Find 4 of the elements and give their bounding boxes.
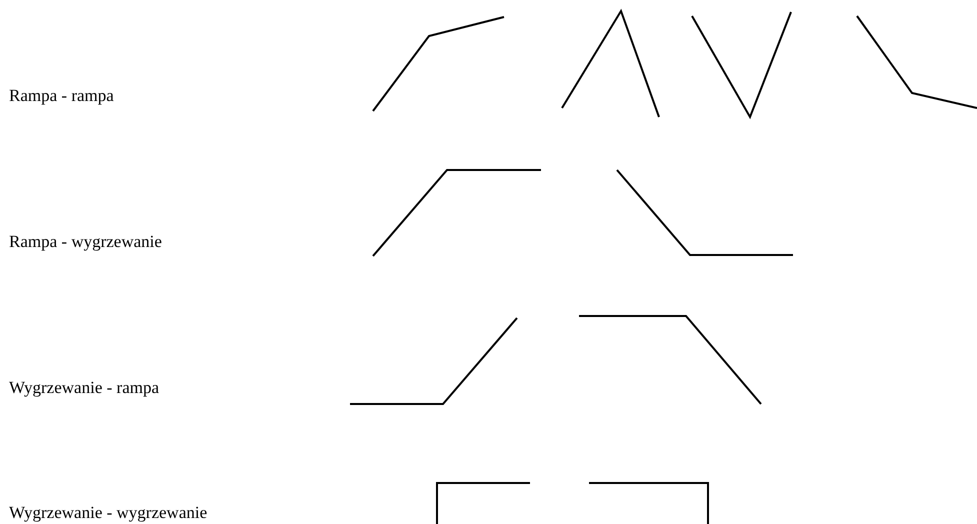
segment-type-label: Wygrzewanie - rampa [9, 378, 160, 398]
segment-type-label: Rampa - wygrzewanie [9, 232, 162, 252]
segment-type-label: Wygrzewanie - wygrzewanie [9, 503, 208, 523]
segment-type-label: Rampa - rampa [9, 86, 114, 106]
